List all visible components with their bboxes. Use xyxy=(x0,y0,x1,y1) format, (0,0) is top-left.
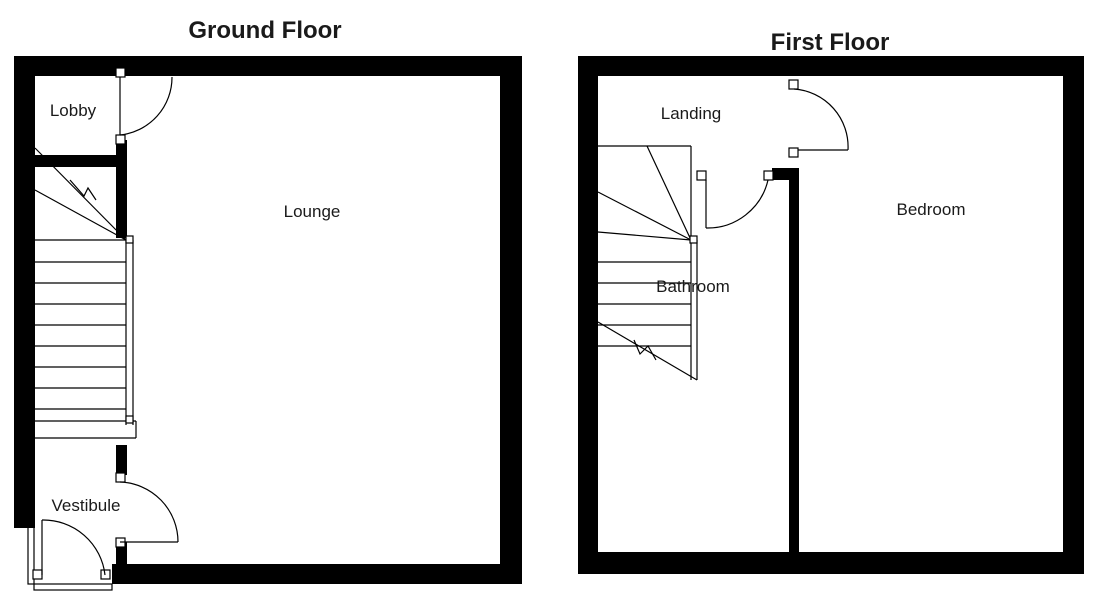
ground-floor-walls xyxy=(14,56,522,584)
front-door xyxy=(27,517,113,591)
bedroom-label: Bedroom xyxy=(897,200,966,219)
vestibule-label: Vestibule xyxy=(52,496,121,515)
ground-floor-title: Ground Floor xyxy=(188,17,341,44)
lobby-door xyxy=(115,67,173,145)
bathroom-door xyxy=(696,170,774,229)
ground-floor-stairs xyxy=(34,147,137,439)
bedroom-door xyxy=(788,79,849,158)
first-floor-title: First Floor xyxy=(771,29,890,56)
lobby-label: Lobby xyxy=(50,101,97,120)
vestibule-inner-door xyxy=(115,472,179,548)
first-floor-walls xyxy=(578,56,1084,574)
first-floor: First Floor xyxy=(578,29,1084,574)
bathroom-label: Bathroom xyxy=(656,277,730,296)
ground-floor: Ground Floor xyxy=(14,17,522,591)
landing-label: Landing xyxy=(661,104,722,123)
lounge-label: Lounge xyxy=(284,202,341,221)
first-floor-stairs xyxy=(597,145,698,381)
